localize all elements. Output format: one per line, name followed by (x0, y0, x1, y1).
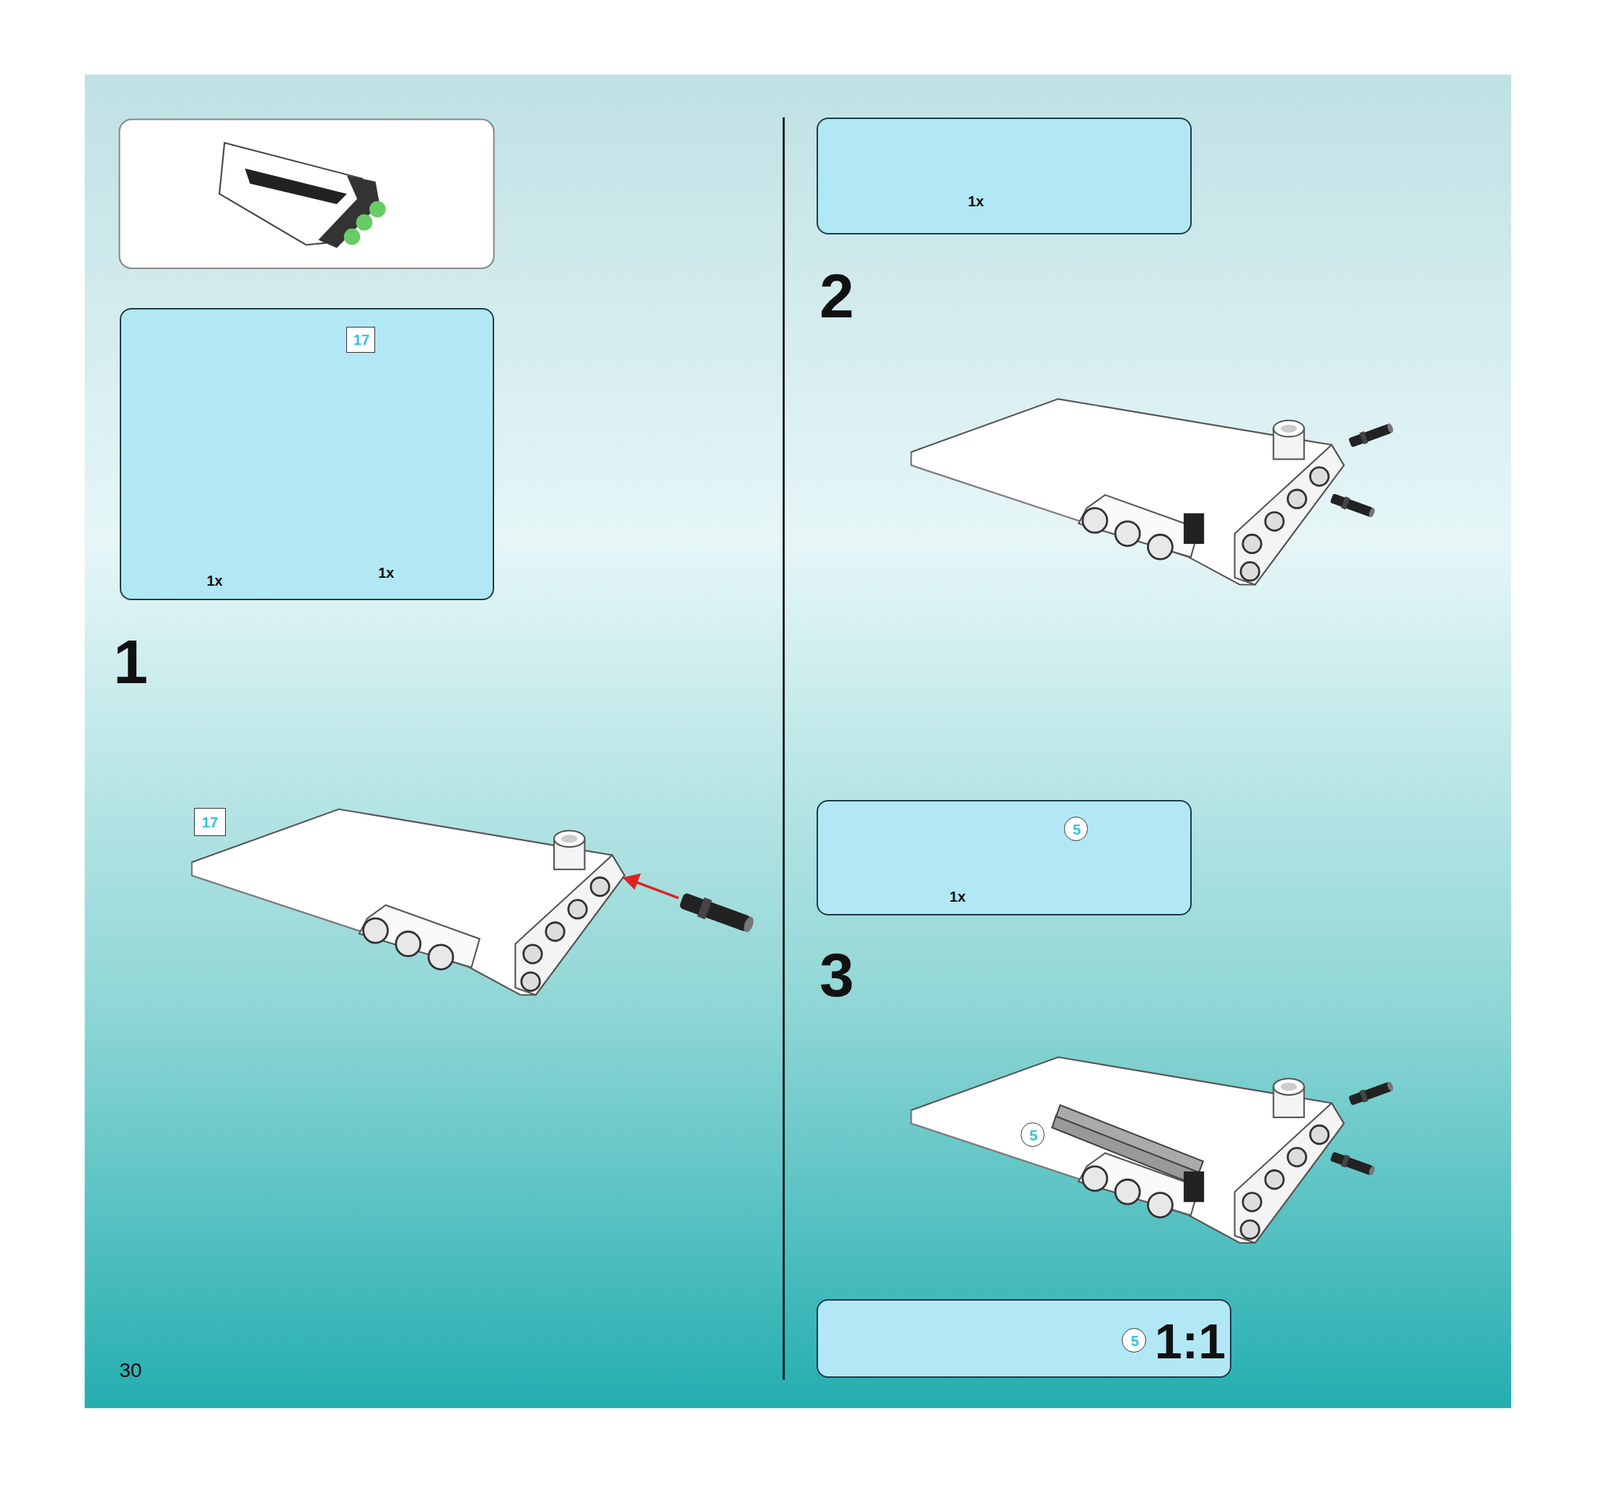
step-number: 3 (819, 943, 855, 1006)
callout-number: 5 (1131, 1333, 1140, 1349)
callout-number: 5 (1029, 1128, 1038, 1143)
step-number: 2 (819, 264, 855, 327)
callout-number: 5 (1072, 822, 1081, 837)
callout-box: 17 (346, 326, 376, 353)
parts-panel: 1x 1x 17 (119, 308, 495, 601)
callout-number: 17 (353, 332, 370, 347)
scale-panel: 1:1 5 (816, 1299, 1233, 1378)
callout-number: 5 (1020, 1122, 1046, 1147)
parts-panel: 1x 5 (816, 800, 1193, 916)
quantity-label: 1x (207, 573, 223, 588)
callout-box: 17 (194, 807, 226, 836)
step-number: 1 (113, 630, 148, 693)
quantity-label: 1x (377, 565, 394, 580)
scale-label: 1:1 (1154, 1316, 1226, 1366)
parts-panel: 1x (816, 117, 1193, 236)
callout-number: 5 (1064, 816, 1089, 842)
page-number: 30 (119, 1360, 142, 1381)
callout-number: 5 (1121, 1328, 1147, 1353)
quantity-label: 1x (968, 194, 984, 209)
quantity-label: 1x (949, 889, 966, 904)
callout-number: 17 (201, 815, 218, 830)
